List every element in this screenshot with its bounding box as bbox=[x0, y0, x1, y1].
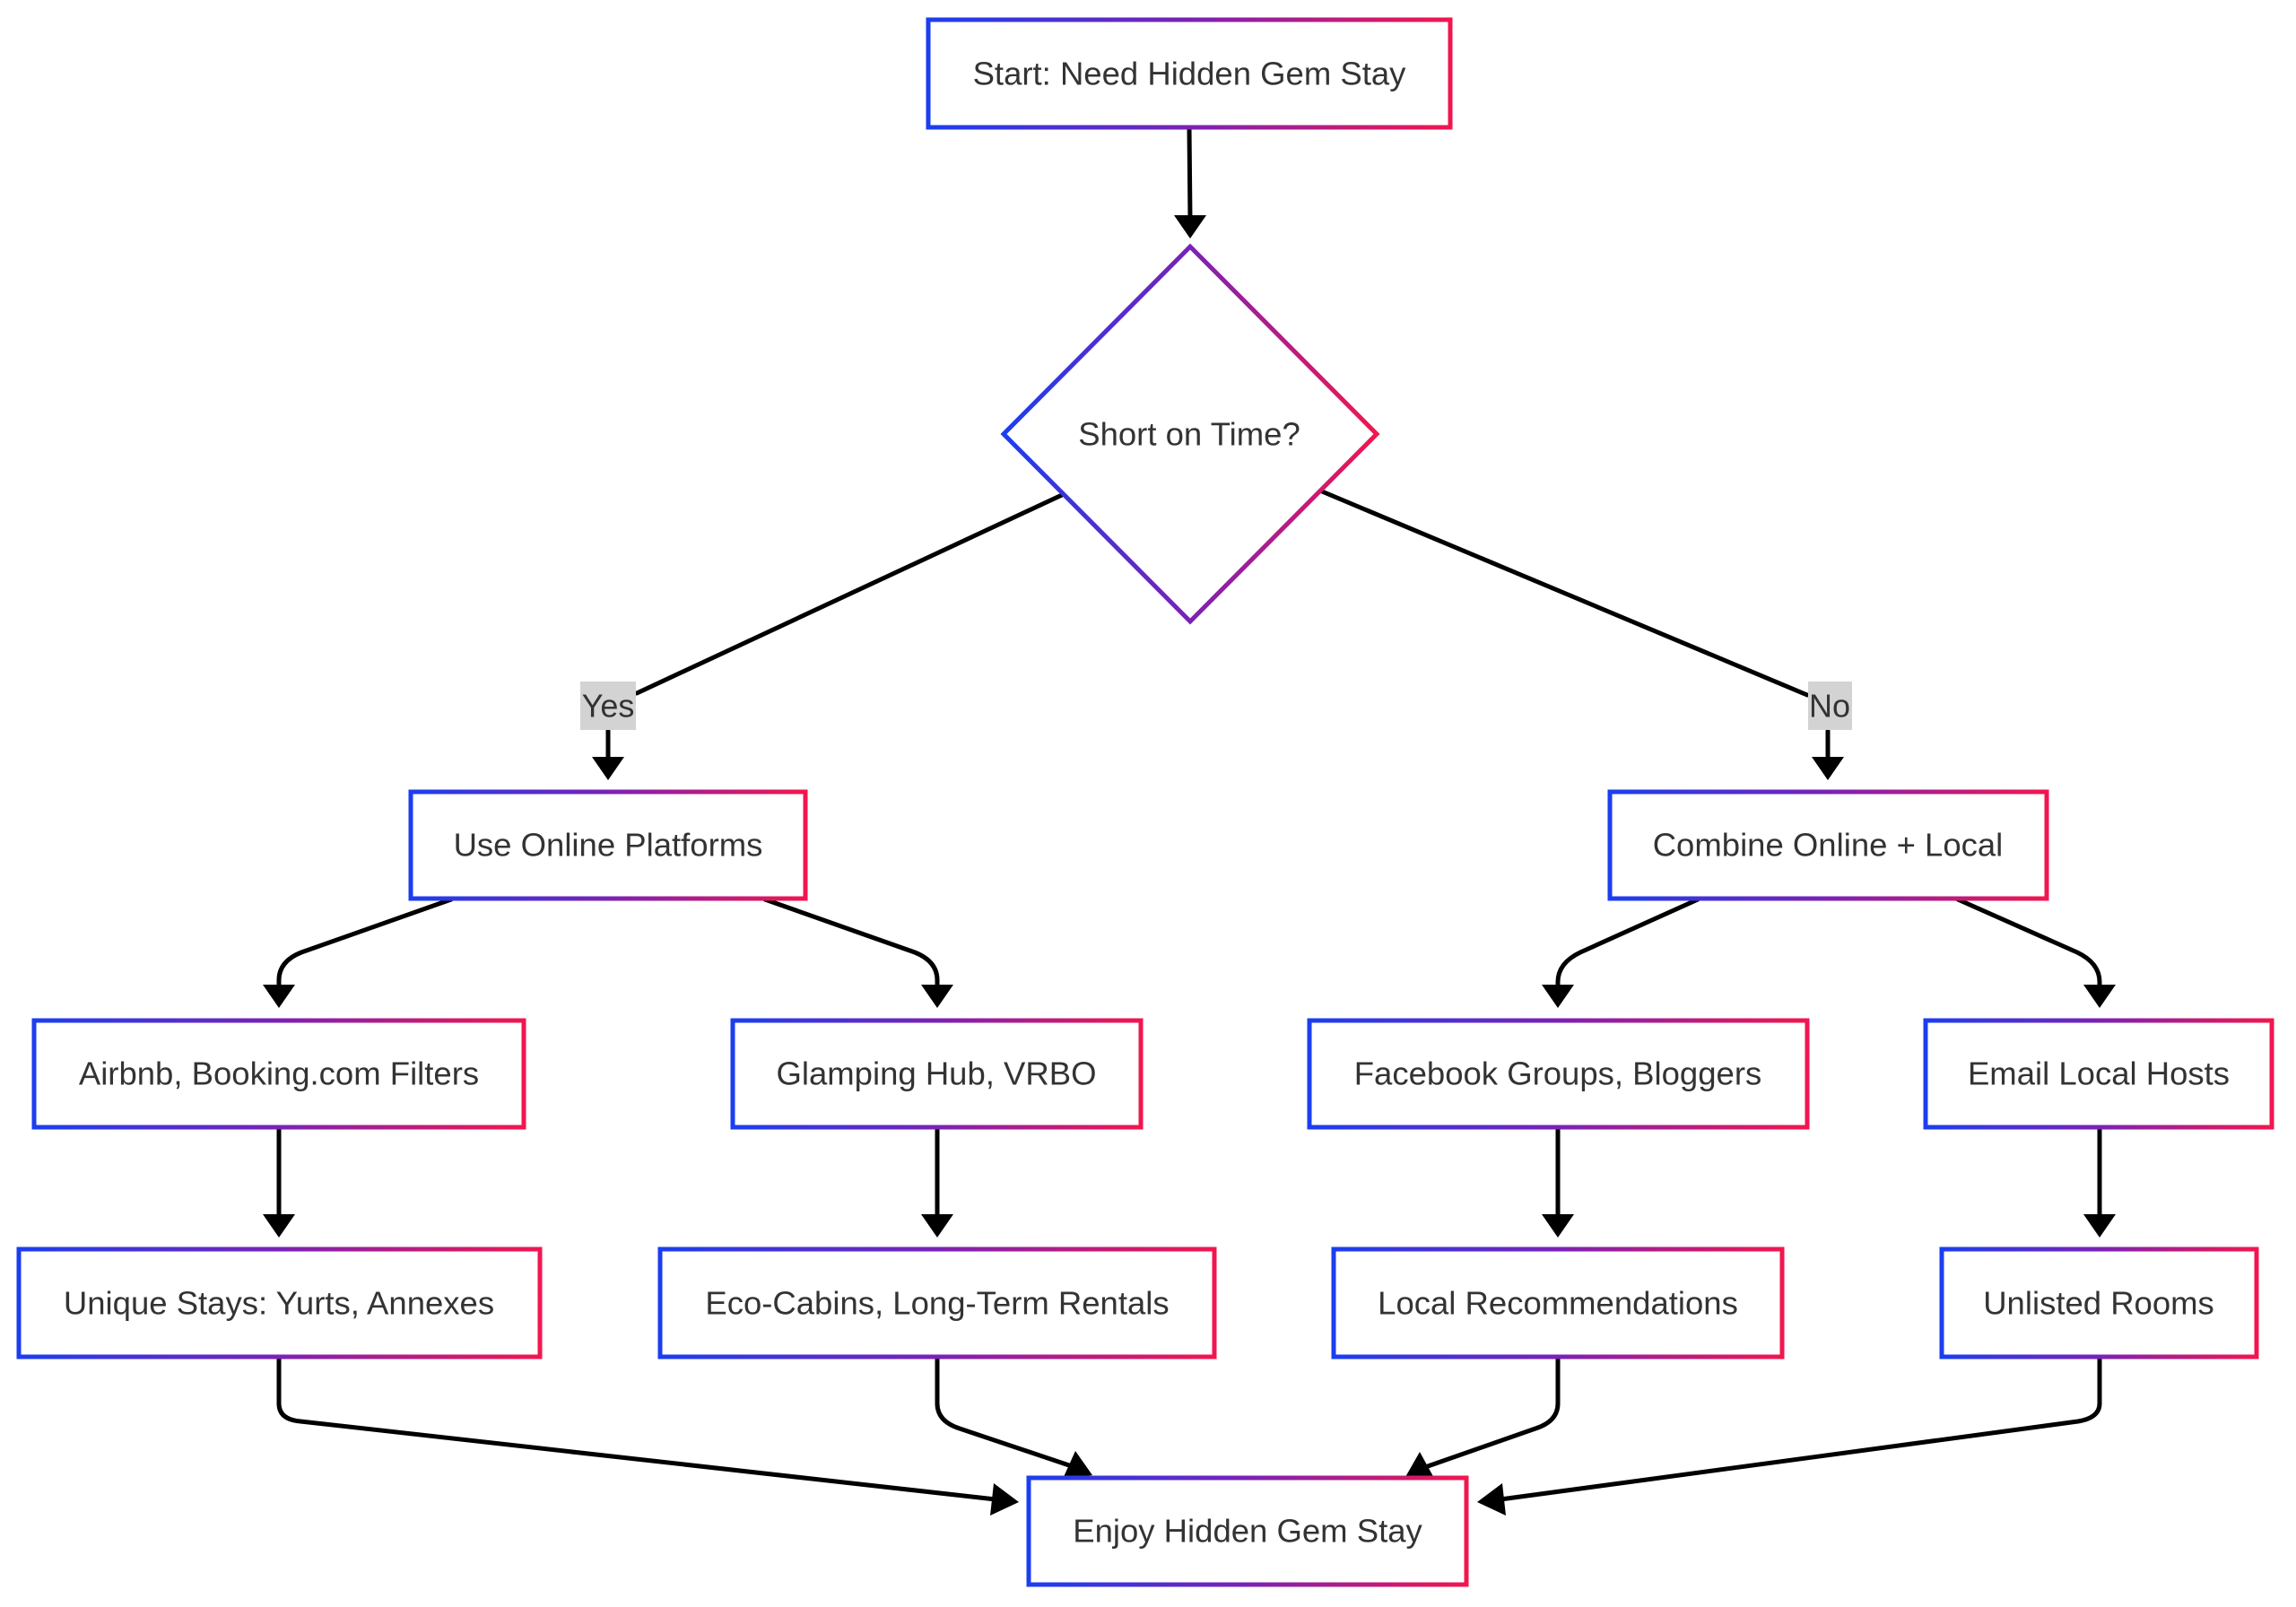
node-combine-label: Combine Online + Local bbox=[1653, 827, 2004, 864]
arrowhead-online-to-glamping bbox=[921, 985, 953, 1008]
node-end-box bbox=[1026, 1475, 1469, 1587]
edge-decision-to-combine bbox=[1319, 489, 1810, 698]
node-combine[interactable]: Combine Online + Local bbox=[1607, 789, 2049, 901]
arrowhead-yes-to-online bbox=[592, 757, 624, 780]
node-email-label: Email Local Hosts bbox=[1968, 1055, 2230, 1092]
edge-online-to-glamping bbox=[762, 897, 940, 989]
node-end-label: Enjoy Hidden Gem Stay bbox=[1073, 1513, 1422, 1550]
node-facebook-label: Facebook Groups, Bloggers bbox=[1354, 1055, 1761, 1092]
node-facebook[interactable]: Facebook Groups, Bloggers bbox=[1307, 1018, 1810, 1130]
arrowhead-start-to-decision bbox=[1174, 215, 1206, 239]
edge-combine-to-email bbox=[1955, 897, 2102, 989]
arrowhead-combine-to-email bbox=[2083, 985, 2116, 1008]
edge-start-to-decision bbox=[1187, 126, 1193, 222]
node-start-box bbox=[926, 17, 1453, 130]
edge-unlisted-to-end bbox=[1498, 1355, 2102, 1502]
node-eco-box bbox=[657, 1247, 1217, 1359]
node-email-box bbox=[1923, 1018, 2274, 1130]
arrowhead-unique-to-end bbox=[990, 1483, 1019, 1516]
node-eco[interactable]: Eco-Cabins, Long-Term Rentals bbox=[657, 1247, 1217, 1359]
node-unique[interactable]: Unique Stays: Yurts, Annexes bbox=[16, 1247, 543, 1359]
arrowhead-facebook-to-local-recs bbox=[1542, 1214, 1574, 1238]
node-unlisted[interactable]: Unlisted Rooms bbox=[1939, 1247, 2259, 1359]
edge-labels: Yes No bbox=[580, 682, 1852, 730]
node-combine-box bbox=[1607, 789, 2049, 901]
arrowhead-airbnb-to-unique bbox=[263, 1214, 295, 1238]
node-local-recs-box bbox=[1331, 1247, 1785, 1359]
arrowhead-glamping-to-eco bbox=[921, 1214, 953, 1238]
node-online-label: Use Online Platforms bbox=[454, 827, 763, 864]
edge-label-no-text: No bbox=[1809, 688, 1850, 725]
edges bbox=[263, 126, 2116, 1516]
node-email[interactable]: Email Local Hosts bbox=[1923, 1018, 2274, 1130]
node-facebook-box bbox=[1307, 1018, 1810, 1130]
node-unlisted-label: Unlisted Rooms bbox=[1983, 1285, 2214, 1322]
node-unique-label: Unique Stays: Yurts, Annexes bbox=[64, 1285, 494, 1322]
node-glamping[interactable]: Glamping Hub, VRBO bbox=[730, 1018, 1144, 1130]
arrowhead-no-to-combine bbox=[1812, 757, 1844, 780]
edge-label-no-bg bbox=[1808, 682, 1852, 730]
node-airbnb[interactable]: Airbnb, Booking.com Filters bbox=[31, 1018, 526, 1130]
node-decision-label: Short on Time? bbox=[1078, 416, 1300, 453]
node-unique-box bbox=[16, 1247, 543, 1359]
node-glamping-box bbox=[730, 1018, 1144, 1130]
edge-label-yes-text: Yes bbox=[582, 688, 635, 725]
node-start-label: Start: Need Hidden Gem Stay bbox=[973, 56, 1407, 92]
node-airbnb-label: Airbnb, Booking.com Filters bbox=[79, 1055, 479, 1092]
node-unlisted-box bbox=[1939, 1247, 2259, 1359]
node-glamping-label: Glamping Hub, VRBO bbox=[776, 1055, 1096, 1092]
edge-label-yes: Yes bbox=[580, 682, 636, 730]
node-decision[interactable]: Short on Time? bbox=[1000, 243, 1380, 625]
node-local-recs-label: Local Recommendations bbox=[1378, 1285, 1738, 1322]
nodes: Start: Need Hidden Gem Stay Short on Tim… bbox=[16, 17, 2274, 1587]
edge-label-yes-bg bbox=[580, 682, 636, 730]
arrowhead-unlisted-to-end bbox=[1477, 1483, 1506, 1516]
node-start[interactable]: Start: Need Hidden Gem Stay bbox=[926, 17, 1453, 130]
node-online[interactable]: Use Online Platforms bbox=[408, 789, 808, 901]
arrowhead-online-to-airbnb bbox=[263, 985, 295, 1008]
arrowhead-email-to-unlisted bbox=[2083, 1214, 2116, 1238]
edge-combine-to-facebook bbox=[1555, 897, 1700, 989]
node-local-recs[interactable]: Local Recommendations bbox=[1331, 1247, 1785, 1359]
edge-unique-to-end bbox=[276, 1355, 998, 1502]
edge-local-recs-to-end bbox=[1425, 1355, 1561, 1469]
node-decision-diamond bbox=[1000, 243, 1380, 625]
node-end[interactable]: Enjoy Hidden Gem Stay bbox=[1026, 1475, 1469, 1587]
node-online-box bbox=[408, 789, 808, 901]
edge-label-no: No bbox=[1808, 682, 1852, 730]
edge-eco-to-end bbox=[935, 1355, 1074, 1469]
edge-online-to-airbnb bbox=[276, 897, 454, 989]
edge-decision-to-online bbox=[634, 492, 1065, 696]
arrowhead-eco-to-end bbox=[1063, 1451, 1092, 1479]
node-airbnb-box bbox=[31, 1018, 526, 1130]
arrowhead-combine-to-facebook bbox=[1542, 985, 1574, 1008]
arrowhead-local-recs-to-end bbox=[1405, 1452, 1435, 1480]
node-eco-label: Eco-Cabins, Long-Term Rentals bbox=[705, 1285, 1169, 1322]
